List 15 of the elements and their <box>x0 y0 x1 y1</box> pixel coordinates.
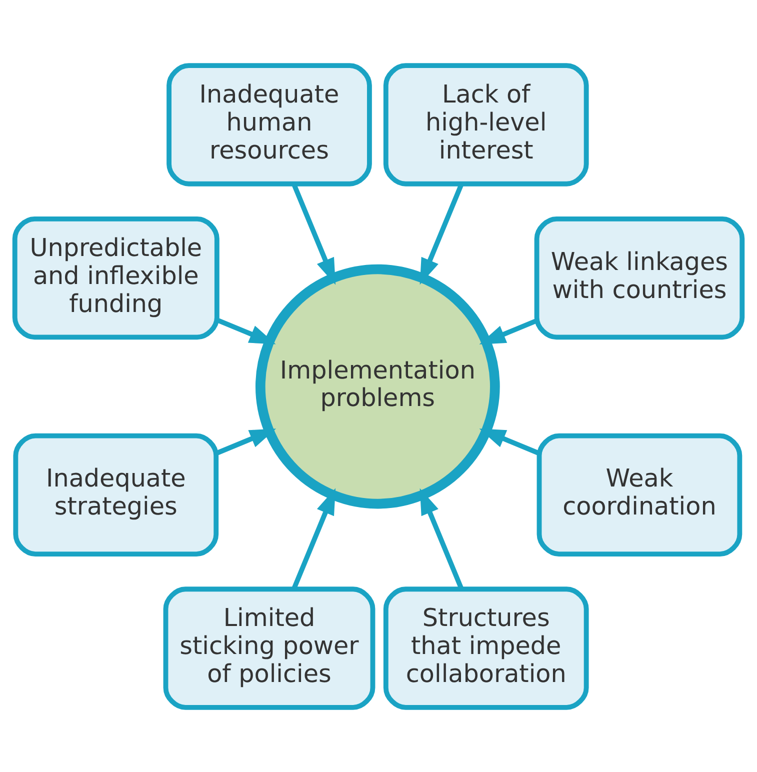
node-box: Weak linkages with countries <box>534 216 745 340</box>
node-box: Structures that impede collaboration <box>383 586 589 710</box>
arrow <box>479 428 540 456</box>
node-box: Weak coordination <box>536 432 742 556</box>
node-box: Inadequate strategies <box>13 432 219 556</box>
arrow <box>479 318 538 344</box>
node-box: Limited sticking power of policies <box>163 586 376 710</box>
node-circle: Implementation problems <box>255 264 500 508</box>
arrow <box>420 488 464 590</box>
node-box: Inadequate human resources <box>166 62 372 186</box>
arrow <box>292 488 336 590</box>
node-box: Lack of high-level interest <box>383 62 589 186</box>
arrow <box>215 428 276 456</box>
arrow <box>216 317 276 344</box>
node-box: Unpredictable and inflexible funding <box>12 216 220 340</box>
